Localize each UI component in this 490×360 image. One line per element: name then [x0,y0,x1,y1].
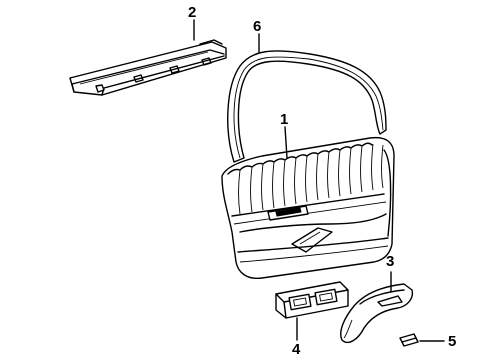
part-1-door-panel [221,136,395,279]
callout-2: 2 [188,4,196,21]
callout-4: 4 [292,341,301,358]
callout-1: 1 [280,111,288,128]
part-3-armrest [340,283,414,344]
part-2-upper-rail [69,39,227,96]
callout-5: 5 [448,333,456,350]
part-6-weatherstrip [227,50,387,163]
part-5-clip [399,333,419,347]
callout-6: 6 [253,18,261,35]
part-4-switch-bezel [275,281,349,319]
callout-3: 3 [386,253,394,270]
callout-labels: 2 6 1 3 4 5 [188,4,456,358]
leader-lines [193,19,445,342]
